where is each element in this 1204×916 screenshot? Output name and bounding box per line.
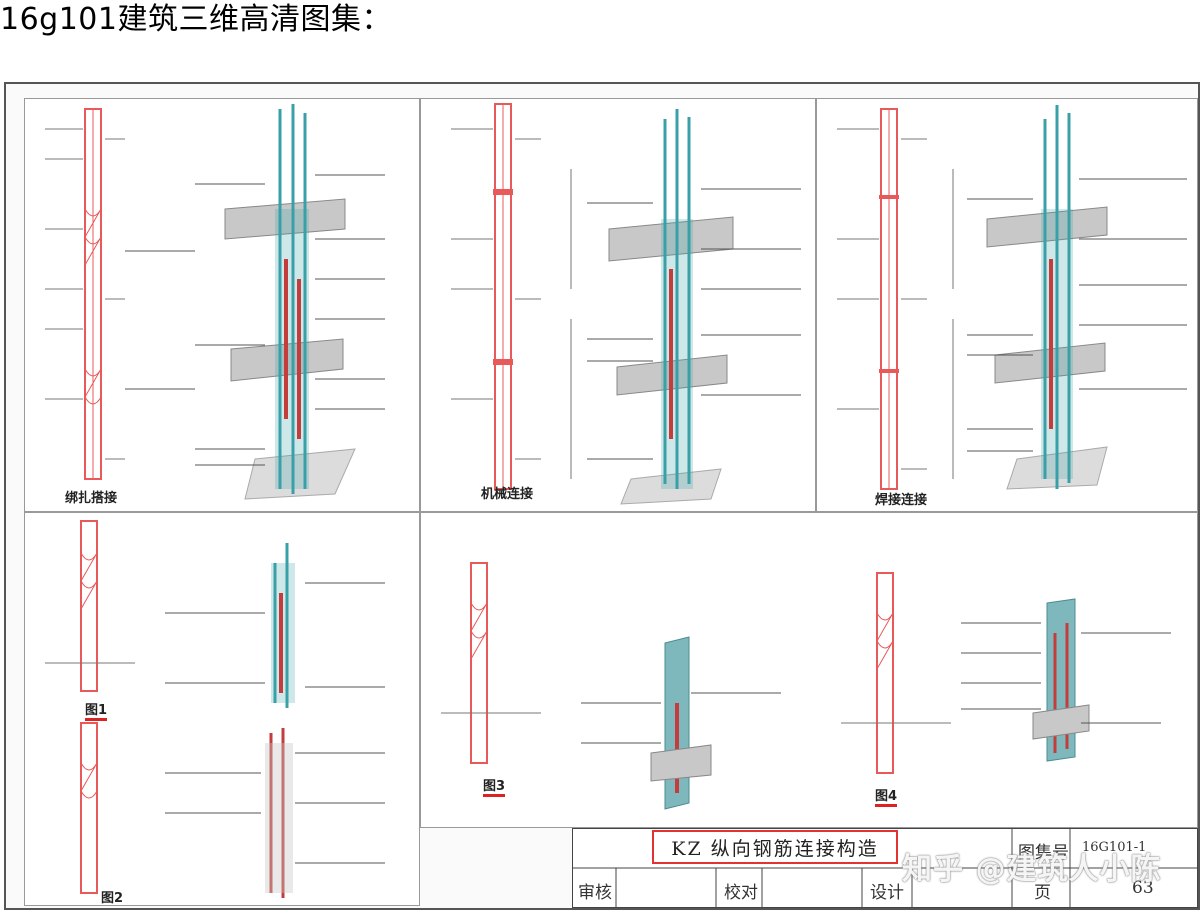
review-label: 审核 xyxy=(578,883,612,903)
panel-figure-3-4: 图3 图4 xyxy=(420,512,1198,828)
panel-welded-connection: 焊接连接 xyxy=(816,98,1198,512)
panel-mechanical-connection: 机械连接 xyxy=(420,98,816,512)
caption-figure-4: 图4 xyxy=(875,785,898,807)
figure-1-2-drawing xyxy=(45,520,385,898)
caption-figure-2: 图2 xyxy=(101,887,123,905)
lap-splice-drawing xyxy=(45,104,385,500)
page-heading: 16g101建筑三维高清图集： xyxy=(0,2,392,37)
design-label: 设计 xyxy=(870,883,904,903)
page-label: 页 xyxy=(1034,883,1051,903)
figure-3-4-drawing xyxy=(441,562,1171,810)
panel-figure-1-2: 图1 图2 xyxy=(24,512,420,906)
caption-mechanical-connection: 机械连接 xyxy=(481,487,534,502)
watermark-text: 知乎 @建筑人小陈 xyxy=(902,852,1162,887)
caption-welded-connection: 焊接连接 xyxy=(875,493,928,508)
mechanical-connection-drawing xyxy=(451,103,801,505)
caption-figure-3: 图3 xyxy=(483,775,506,797)
drawing-sheet: 绑扎搭接 xyxy=(4,82,1200,910)
panel-lap-splice: 绑扎搭接 xyxy=(24,98,420,512)
title-block: KZ 纵向钢筋连接构造 图集号 16G101-1 审核 校对 设计 页 63 xyxy=(572,828,1198,908)
page-value: 63 xyxy=(1132,878,1154,898)
caption-lap-splice: 绑扎搭接 xyxy=(65,491,118,506)
check-label: 校对 xyxy=(724,883,758,903)
caption-figure-1: 图1 xyxy=(85,699,108,721)
drawing-title: KZ 纵向钢筋连接构造 xyxy=(652,830,898,864)
atlas-value: 16G101-1 xyxy=(1082,840,1147,855)
title-block-grid xyxy=(572,828,1198,908)
atlas-label: 图集号 xyxy=(1018,843,1069,863)
welded-connection-drawing xyxy=(837,105,1187,490)
